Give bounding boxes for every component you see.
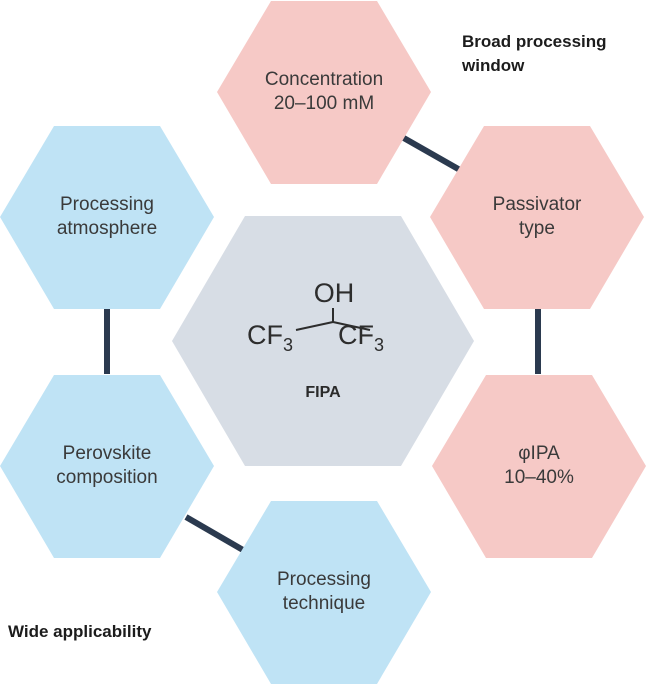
connector-concentration-passivator [400,134,462,173]
label-line: Processing [277,569,371,590]
label-line: Processing [60,194,154,215]
group-title-wide-applicability: Wide applicability [8,620,151,644]
hex-concentration [217,1,431,184]
label-line: Passivator [492,194,582,215]
label-perovskite-composition: Perovskite composition [0,442,214,490]
label-line: composition [56,467,158,488]
label-line: technique [282,593,366,614]
label-line: type [519,218,555,239]
group-title-line: Wide applicability [8,622,152,641]
fipa-structure: OH CF3 CF3 [247,278,384,355]
label-passivator-type: Passivator type [430,193,644,241]
group-title-line: window [462,56,525,75]
label-line: 20–100 mM [273,93,375,114]
group-title-line: Broad processing [462,32,607,51]
label-line: Concentration [264,69,384,90]
hex-passivator [430,126,644,309]
label-line: atmosphere [56,218,158,239]
connector-perovskite-technique [184,514,245,553]
hex-phi-ipa [432,375,646,558]
center-label-fipa: FIPA [305,384,341,401]
connectors [104,134,541,553]
label-concentration: Concentration 20–100 mM [217,68,431,116]
label-line: Perovskite [62,443,152,464]
formula-cf3-right: CF3 [338,320,384,355]
formula-cf3-left: CF3 [247,320,293,355]
group-title-broad-processing-window: Broad processing window [462,30,607,78]
label-phi-ipa: φIPA 10–40% [432,442,646,490]
label-line: 10–40% [504,467,574,488]
hex-atmosphere [0,126,214,309]
label-processing-technique: Processing technique [217,568,431,616]
hex-fipa-center [172,216,474,466]
hex-processing-technique [217,501,431,684]
label-line: φIPA [518,443,560,464]
label-processing-atmosphere: Processing atmosphere [0,193,214,241]
bond-right [332,321,371,331]
bond-left [295,321,334,331]
formula-oh: OH [314,278,355,308]
hex-perovskite [0,375,214,558]
